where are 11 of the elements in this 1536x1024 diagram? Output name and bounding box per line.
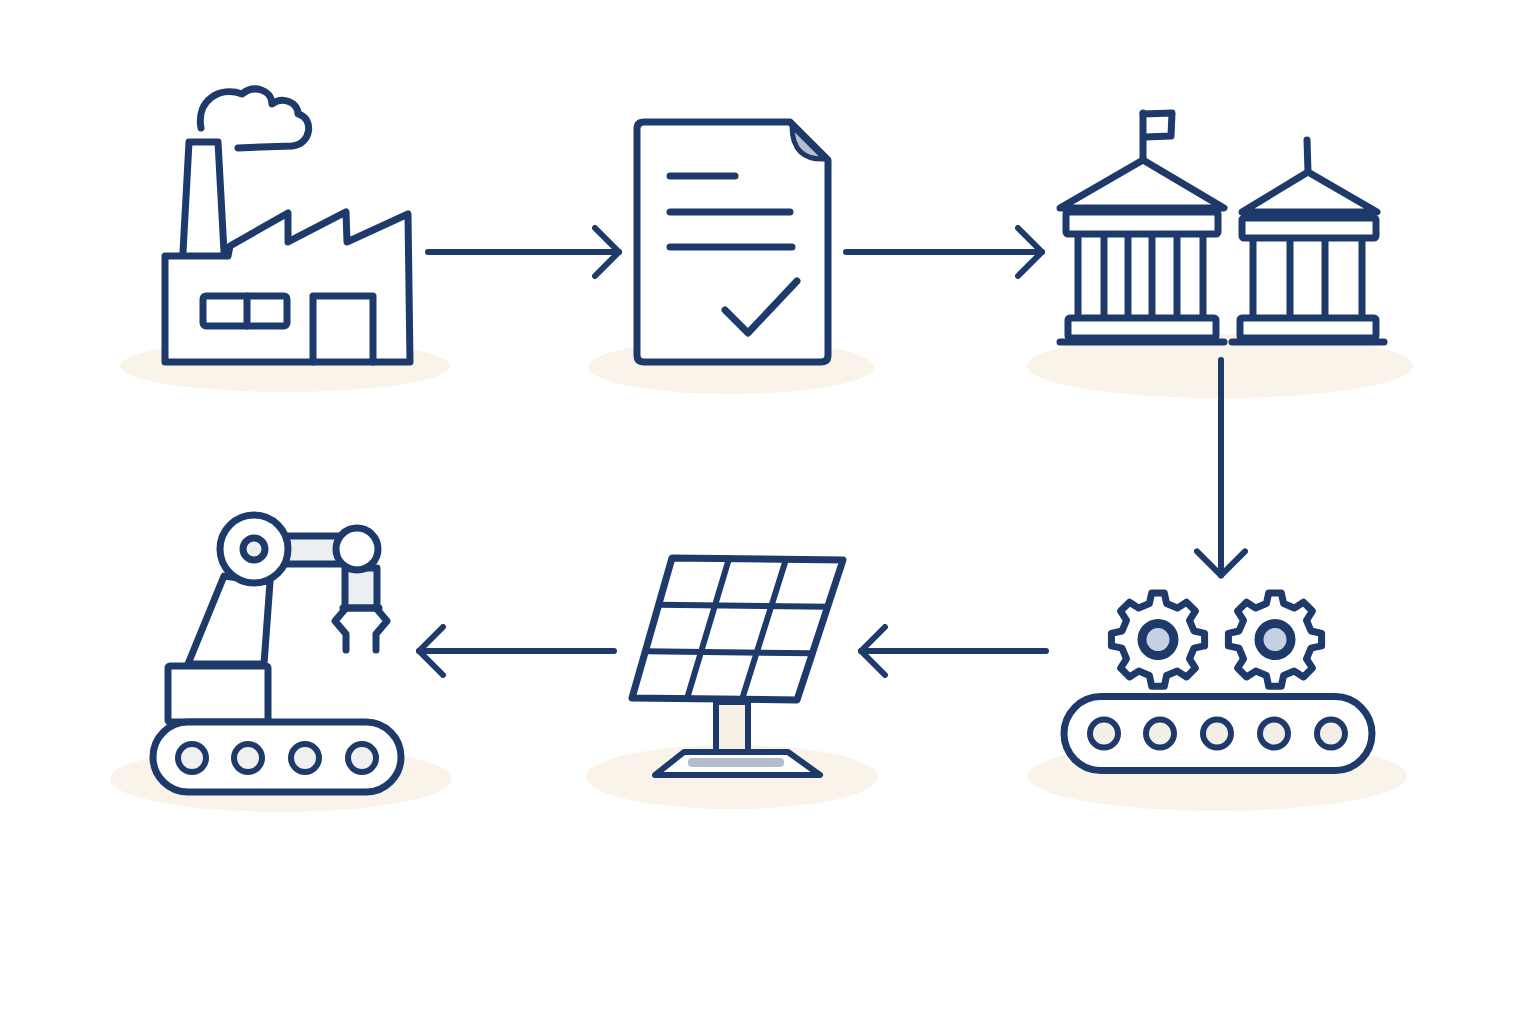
arrow (416, 624, 617, 678)
public-buildings-illustration (1056, 109, 1388, 346)
solar-panel-illustration (628, 554, 847, 779)
arrow (843, 225, 1045, 279)
arrow (858, 624, 1049, 678)
gears-conveyor-illustration (1060, 589, 1376, 775)
factory-illustration (161, 85, 414, 366)
arrow (1194, 357, 1248, 579)
approved-document-illustration (633, 118, 832, 366)
robot-arm-illustration (149, 511, 405, 796)
arrow (425, 225, 622, 279)
